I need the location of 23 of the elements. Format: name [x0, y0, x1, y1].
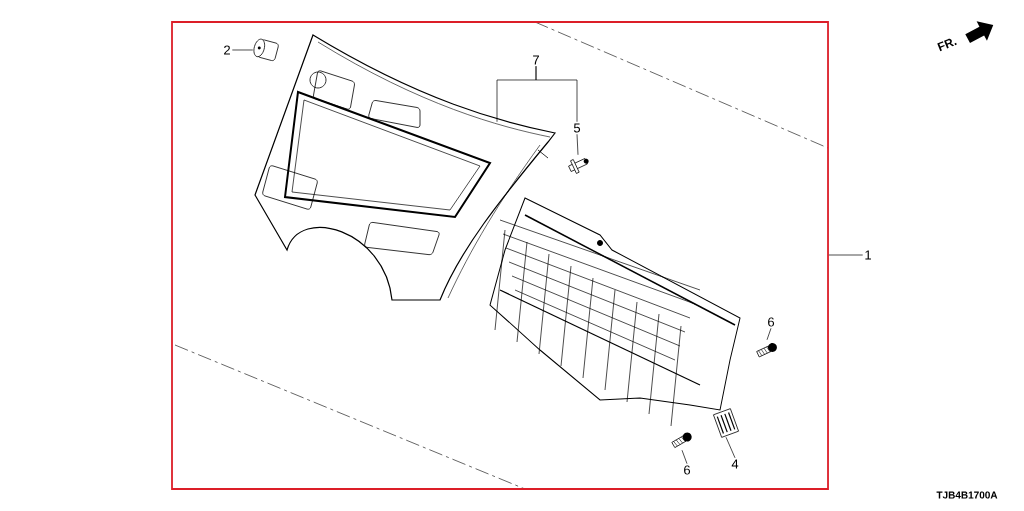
leader-line: [576, 133, 579, 156]
knob-drawing: [253, 38, 279, 61]
leader-line: [725, 436, 736, 459]
leader-line: [231, 49, 254, 51]
callout-number: 6: [768, 317, 775, 327]
clip-drawing: [568, 158, 589, 174]
leader-line: [681, 449, 688, 465]
screw-drawing: [671, 432, 692, 448]
knob-drawing: [713, 408, 739, 438]
diagram-code: TJB4B1700A: [936, 491, 998, 499]
leader-line: [828, 254, 864, 256]
callout-number: 4: [731, 459, 739, 469]
direction-label: FR.: [937, 38, 957, 52]
assembly-frame: [171, 21, 829, 490]
callout-number: 7: [533, 55, 539, 65]
callout-number: 2: [224, 45, 230, 55]
screw-drawing: [756, 342, 777, 358]
leader-line: [766, 327, 772, 341]
bezel-panel-drawing: [254, 34, 556, 301]
callout-number: 5: [573, 123, 581, 133]
leader-line: [535, 65, 578, 123]
callout-number: 6: [684, 465, 691, 475]
callout-number: 1: [865, 250, 871, 260]
